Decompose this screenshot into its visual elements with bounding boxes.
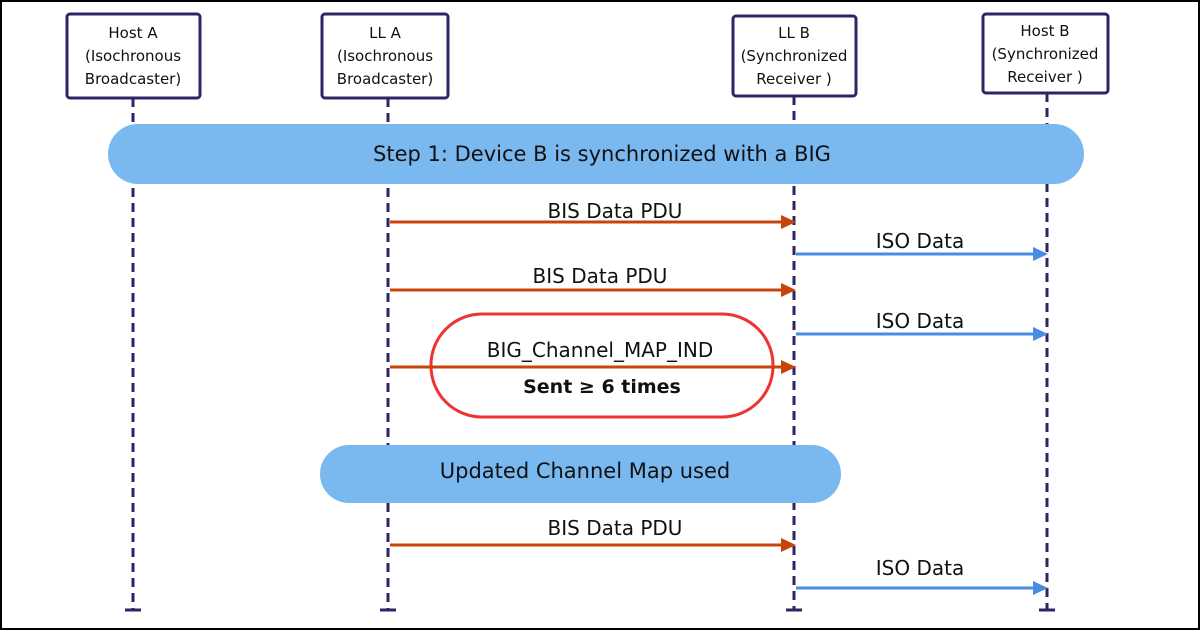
- arrow-head: [1033, 581, 1048, 595]
- actor-label-line: Broadcaster): [337, 70, 433, 88]
- message-label: BIS Data PDU: [533, 264, 668, 288]
- message-big-channel-map-ind: BIG_Channel_MAP_IND Sent ≥ 6 times: [390, 338, 796, 398]
- actor-host-a: Host A (Isochronous Broadcaster): [65, 12, 202, 100]
- arrow-head: [781, 360, 796, 374]
- actor-host-b: Host B (Synchronized Receiver ): [981, 12, 1110, 95]
- actor-label-line: Broadcaster): [85, 70, 181, 88]
- actor-ll-a: LL A (Isochronous Broadcaster): [320, 12, 450, 100]
- message-label: BIG_Channel_MAP_IND: [487, 338, 713, 362]
- message-label: BIS Data PDU: [548, 199, 683, 223]
- actor-label-line: Host A: [108, 24, 158, 42]
- actor-box: [65, 12, 202, 100]
- actor-box: [731, 14, 858, 98]
- message-label: ISO Data: [876, 556, 964, 580]
- actor-label-line: (Synchronized: [992, 45, 1099, 63]
- arrow-head: [781, 215, 796, 229]
- actor-label-line: (Synchronized: [741, 47, 848, 65]
- band-pill: [108, 124, 1084, 184]
- actor-label-line: LL B: [778, 24, 810, 42]
- message-label: BIS Data PDU: [548, 516, 683, 540]
- arrow-head: [1033, 247, 1048, 261]
- message-iso-data-3: ISO Data: [796, 556, 1048, 595]
- actor-label-line: LL A: [369, 24, 401, 42]
- actor-label-line: Receiver ): [756, 70, 832, 88]
- actor-label-line: (Isochronous: [337, 47, 433, 65]
- actor-label-line: Receiver ): [1007, 68, 1083, 86]
- message-bis-data-pdu-3: BIS Data PDU: [390, 516, 796, 552]
- band-updated-channel-map: Updated Channel Map used: [320, 445, 841, 503]
- arrow-head: [781, 538, 796, 552]
- arrow-head: [781, 283, 796, 297]
- lifelines: [125, 93, 1055, 612]
- band-pill: [320, 445, 841, 503]
- band-step-1: Step 1: Device B is synchronized with a …: [108, 124, 1084, 184]
- actor-label-line: Host B: [1020, 22, 1069, 40]
- message-label: ISO Data: [876, 309, 964, 333]
- band-label: Updated Channel Map used: [440, 459, 730, 483]
- arrow-head: [1033, 327, 1048, 341]
- actor-box: [981, 12, 1110, 95]
- message-iso-data-1: ISO Data: [796, 229, 1048, 261]
- message-bis-data-pdu-1: BIS Data PDU: [390, 199, 796, 229]
- actor-ll-b: LL B (Synchronized Receiver ): [731, 14, 858, 98]
- actor-label-line: (Isochronous: [85, 47, 181, 65]
- message-bis-data-pdu-2: BIS Data PDU: [390, 264, 796, 297]
- band-label: Step 1: Device B is synchronized with a …: [373, 142, 831, 166]
- message-iso-data-2: ISO Data: [796, 309, 1048, 341]
- note-repeat-count: Sent ≥ 6 times: [523, 376, 681, 398]
- message-label: ISO Data: [876, 229, 964, 253]
- actor-box: [320, 12, 450, 100]
